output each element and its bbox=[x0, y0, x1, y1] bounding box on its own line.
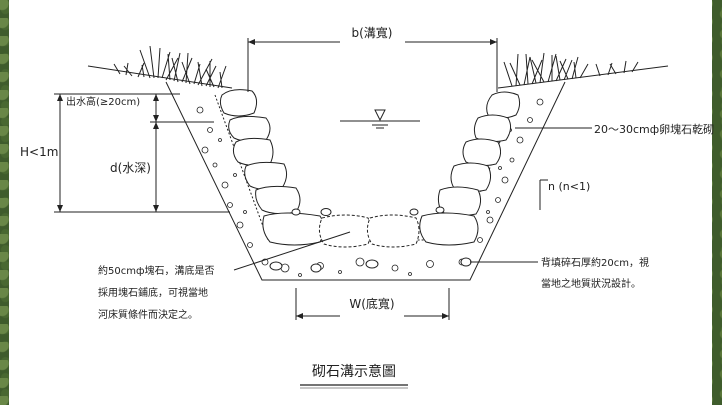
total-height-label: H<1m bbox=[20, 145, 58, 159]
bed-stone-text-line-2: 採用塊石鋪底，可視當地 bbox=[98, 286, 208, 299]
bed-stone-text-line-3: 河床質條件而決定之。 bbox=[98, 308, 198, 321]
excavation-outline bbox=[165, 81, 566, 281]
top-width-dimension bbox=[247, 38, 498, 92]
ground-lines bbox=[87, 65, 669, 89]
left-wall-stones bbox=[219, 89, 325, 246]
water-level-symbol bbox=[340, 109, 420, 129]
drawing-sheet bbox=[9, 0, 712, 405]
slope-label: n (n<1) bbox=[548, 180, 590, 193]
grass-left bbox=[113, 45, 227, 89]
side-stone-label: 20～30cmф卵塊石乾砌 bbox=[594, 123, 714, 136]
slope-indicator bbox=[539, 179, 548, 210]
grass-right bbox=[503, 52, 639, 87]
backfill-text-line-1: 背填碎石厚約20cm，視 bbox=[541, 256, 649, 269]
backfill-gravel bbox=[196, 98, 544, 277]
bed-stone-leader bbox=[233, 231, 351, 271]
freeboard-label: 出水高(≥20cm) bbox=[66, 95, 140, 108]
bottom-width-dimension bbox=[295, 288, 450, 320]
height-dimensions bbox=[54, 93, 230, 213]
diagram-title: 砌石溝示意圖 bbox=[312, 363, 396, 380]
right-wall-stones bbox=[419, 91, 521, 246]
bed-stones bbox=[269, 206, 472, 273]
bed-stone-text-line-1: 約50cmф塊石，溝底是否 bbox=[98, 264, 215, 277]
bottom-width-label: W(底寬) bbox=[349, 296, 394, 311]
top-width-label: b(溝寬) bbox=[352, 25, 393, 40]
water-depth-label: d(水深) bbox=[110, 161, 151, 175]
backfill-text-line-2: 當地之地質狀況設計。 bbox=[541, 277, 641, 290]
